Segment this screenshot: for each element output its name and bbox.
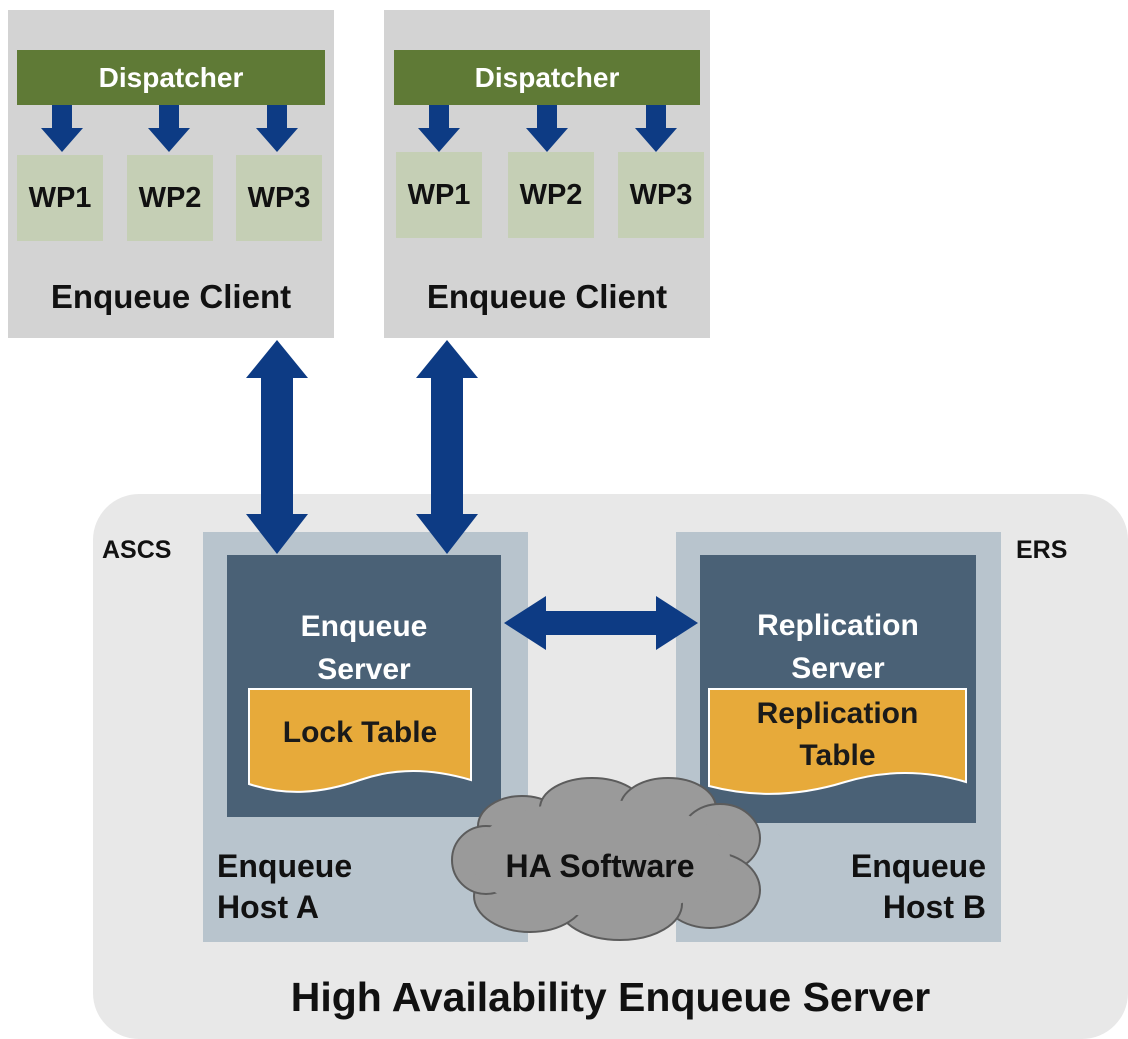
wp2-client-1: WP2: [127, 155, 213, 241]
wp3-client-1-label: WP3: [247, 181, 311, 214]
dispatcher-1: Dispatcher: [17, 50, 325, 105]
wp3-client-2-label: WP3: [629, 178, 693, 211]
dispatcher-2: Dispatcher: [394, 50, 700, 105]
dispatcher-arrows-client-1: [41, 105, 298, 152]
lock-table-label-line-1: Lock Table: [282, 716, 438, 749]
enqueue-host-a-label-line-2: Host A: [217, 889, 319, 925]
double-arrow-replication-icon: [504, 596, 698, 650]
wp1-client-2: WP1: [396, 152, 482, 238]
dispatcher-2-label: Dispatcher: [474, 61, 620, 93]
enqueue-server-label-line-2: Server: [317, 653, 411, 686]
down-arrow-icon: [635, 105, 677, 152]
wp2-client-2: WP2: [508, 152, 594, 238]
enqueue-host-b-label-line-2: Host B: [882, 889, 986, 925]
down-arrow-icon: [148, 105, 190, 152]
wp3-client-2: WP3: [618, 152, 704, 238]
double-arrow-client-2-icon: [416, 340, 478, 554]
replication-server-label-line-1: Replication: [757, 609, 919, 642]
dispatcher-arrows-client-2: [418, 105, 677, 152]
wp2-client-1-label: WP2: [138, 181, 202, 214]
replication-table-label-line-1: Replication: [756, 697, 919, 730]
wp1-client-1: WP1: [17, 155, 103, 241]
replication-table-shape: [708, 688, 967, 795]
wp1-client-1-label: WP1: [28, 181, 92, 214]
wp1-client-2-label: WP1: [407, 178, 471, 211]
enqueue-client-1-label: Enqueue Client: [50, 278, 292, 315]
lock-table-shape: [248, 688, 472, 793]
ha-software-label: HA Software: [505, 848, 695, 884]
wp3-client-1: WP3: [236, 155, 322, 241]
replication-table-label-line-2: Table: [799, 739, 876, 772]
replication-table-label: Replication Table: [709, 693, 966, 777]
ha-enqueue-server-title: High Availability Enqueue Server: [290, 974, 931, 1020]
enqueue-host-b-label-line-1: Enqueue: [850, 848, 986, 884]
down-arrow-icon: [418, 105, 460, 152]
cloud-core: [470, 800, 730, 916]
ers-tag: ERS: [1016, 536, 1068, 564]
replication-server-label-line-2: Server: [791, 652, 885, 685]
replication-server-label: Replication Server: [700, 604, 976, 690]
enqueue-host-b-label: Enqueue Host B: [790, 846, 986, 928]
dispatcher-1-label: Dispatcher: [98, 61, 244, 93]
down-arrow-icon: [41, 105, 83, 152]
down-arrow-icon: [526, 105, 568, 152]
lock-table-label: Lock Table: [249, 712, 471, 754]
double-arrow-client-1-icon: [246, 340, 308, 554]
enqueue-server-label-line-1: Enqueue: [300, 610, 428, 643]
enqueue-host-a-label-line-1: Enqueue: [217, 848, 353, 884]
ascs-tag: ASCS: [102, 536, 172, 564]
enqueue-server-label: Enqueue Server: [227, 605, 501, 691]
down-arrow-icon: [256, 105, 298, 152]
wp2-client-2-label: WP2: [519, 178, 583, 211]
enqueue-host-a-label: Enqueue Host A: [217, 846, 352, 928]
enqueue-client-2-label: Enqueue Client: [426, 278, 668, 315]
